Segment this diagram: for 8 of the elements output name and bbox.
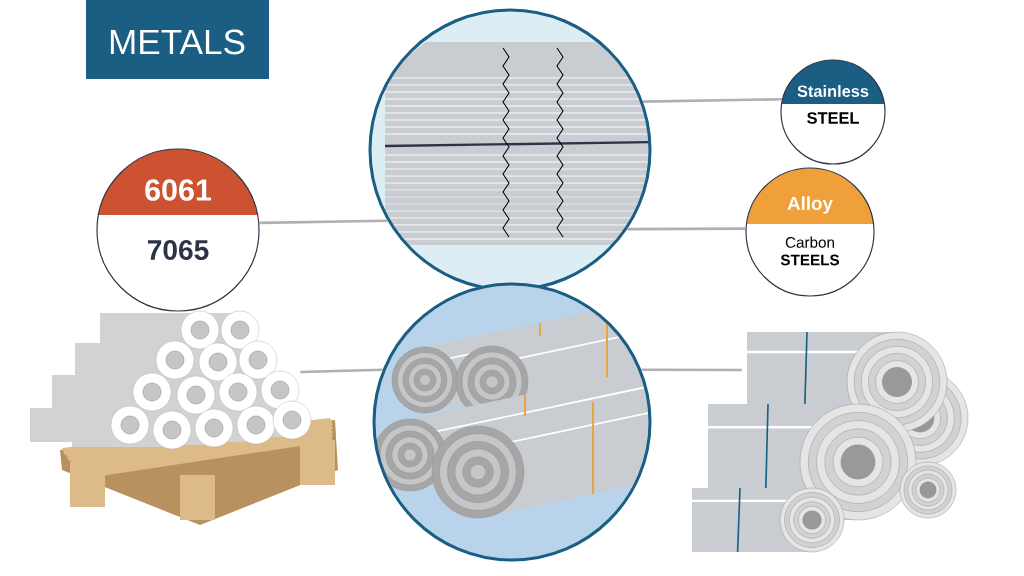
coil-stack-drawing [692,331,969,553]
title-banner: METALS [86,0,269,79]
pallet-drawing [30,310,338,525]
connector-line [642,98,782,103]
connector-line [300,368,383,374]
connector-line [641,368,742,372]
connector-line [259,219,388,225]
connector-line [627,227,746,231]
